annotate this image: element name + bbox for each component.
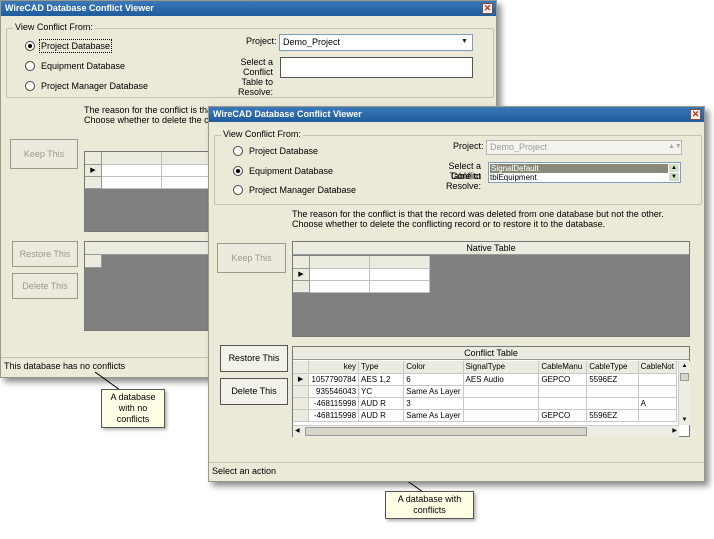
column-header-signaltype[interactable]: SignalType xyxy=(463,361,540,374)
table-row[interactable]: -468115998 AUD R 3 A xyxy=(293,397,678,410)
row-pointer-icon: ▶ xyxy=(85,165,102,177)
chevron-down-icon[interactable]: ▼ xyxy=(461,38,468,45)
radio-selected-icon xyxy=(233,166,243,176)
callout-with-conflicts: A database with conflicts xyxy=(385,491,474,519)
front-project-combo[interactable]: Demo_Project ▲▼ xyxy=(486,140,682,155)
front-reason-line2: Choose whether to delete the conflicting… xyxy=(292,219,606,229)
front-keep-button[interactable]: Keep This xyxy=(217,243,286,273)
front-conflict-table[interactable]: Conflict Table key Type Color SignalType… xyxy=(292,346,690,437)
front-status-text: Select an action xyxy=(212,466,277,476)
scroll-down-icon[interactable]: ▼ xyxy=(681,417,688,423)
front-window-title: WireCAD Database Conflict Viewer xyxy=(213,109,362,119)
back-restore-button[interactable]: Restore This xyxy=(12,241,78,267)
back-status-text: This database has no conflicts xyxy=(4,361,126,371)
front-delete-button[interactable]: Delete This xyxy=(220,378,288,405)
front-view-conflict-legend: View Conflict From: xyxy=(221,129,303,139)
list-scroll-up-icon[interactable]: ▲ xyxy=(669,164,679,172)
front-status-bar: Select an action xyxy=(209,462,704,482)
table-list-item-tblequipment[interactable]: tblEquipment xyxy=(490,173,537,182)
front-reason-line1: The reason for the conflict is that the … xyxy=(292,209,664,219)
back-close-icon[interactable]: ✕ xyxy=(482,3,493,14)
back-radio-project-database[interactable]: Project Database xyxy=(25,39,113,53)
back-project-label: Project: xyxy=(246,36,277,46)
scroll-thumb[interactable] xyxy=(305,427,587,436)
front-native-table[interactable]: Native Table ▶ xyxy=(292,241,690,337)
callout-no-conflicts: A database with no conflicts xyxy=(101,389,165,428)
scroll-left-icon[interactable]: ◀ xyxy=(295,428,300,434)
back-title-bar[interactable]: WireCAD Database Conflict Viewer ✕ xyxy=(1,1,496,16)
scroll-thumb[interactable] xyxy=(680,373,689,381)
scroll-right-icon[interactable]: ▶ xyxy=(672,428,677,434)
conflict-table-header-row: key Type Color SignalType CableManu Cabl… xyxy=(293,361,678,374)
conflict-vertical-scrollbar[interactable]: ▲ ▼ xyxy=(678,361,690,425)
front-project-label: Project: xyxy=(453,141,484,151)
front-radio-equipment-database[interactable]: Equipment Database xyxy=(233,166,333,176)
radio-icon xyxy=(233,146,243,156)
back-radio-equipment-database[interactable]: Equipment Database xyxy=(25,61,125,71)
chevron-down-icon[interactable]: ▲▼ xyxy=(668,143,682,150)
radio-icon xyxy=(233,185,243,195)
conflict-table-grid: key Type Color SignalType CableManu Cabl… xyxy=(293,361,678,422)
column-header-key[interactable]: key xyxy=(308,361,360,374)
table-row[interactable]: -468115998 AUD R Same As Layer GEPCO 559… xyxy=(293,409,678,422)
front-close-icon[interactable]: ✕ xyxy=(690,109,701,120)
column-header-type[interactable]: Type xyxy=(358,361,405,374)
back-delete-button[interactable]: Delete This xyxy=(12,273,78,299)
back-view-conflict-group: View Conflict From: xyxy=(6,22,494,98)
back-window-title: WireCAD Database Conflict Viewer xyxy=(5,3,154,13)
scroll-up-icon[interactable]: ▲ xyxy=(681,363,688,369)
conflict-horizontal-scrollbar[interactable]: ◀ ▶ xyxy=(293,425,679,437)
native-table-title: Native Table xyxy=(293,242,689,255)
back-table-label: Select a Conflict Table to Resolve: xyxy=(237,57,273,97)
back-radio-project-manager-database[interactable]: Project Manager Database xyxy=(25,81,148,91)
back-table-list[interactable] xyxy=(280,57,473,78)
front-table-label-line1: Select a Conflict xyxy=(448,161,481,181)
row-pointer-icon: ▶ xyxy=(293,269,310,281)
front-table-label-line2: Table to Resolve: xyxy=(445,171,481,191)
back-view-conflict-legend: View Conflict From: xyxy=(13,22,95,32)
column-header-cabletype[interactable]: CableType xyxy=(586,361,639,374)
front-radio-project-manager-database[interactable]: Project Manager Database xyxy=(233,185,356,195)
column-header-color[interactable]: Color xyxy=(403,361,464,374)
front-dialog-window: WireCAD Database Conflict Viewer ✕ View … xyxy=(208,106,705,482)
column-header-cablemanu[interactable]: CableManu xyxy=(538,361,588,374)
table-row[interactable]: 935546043 YC Same As Layer xyxy=(293,385,678,398)
radio-icon xyxy=(25,81,35,91)
list-scroll-down-icon[interactable]: ▼ xyxy=(669,173,679,181)
back-project-combo[interactable]: Demo_Project ▼ xyxy=(279,34,473,51)
conflict-table-title: Conflict Table xyxy=(293,347,689,360)
table-list-item-signaldefault[interactable]: SignalDefault xyxy=(490,164,668,173)
radio-selected-icon xyxy=(25,41,35,51)
table-row[interactable]: ▶ 1057790784 AES 1,2 6 AES Audio GEPCO 5… xyxy=(293,373,678,386)
radio-icon xyxy=(25,61,35,71)
column-header-cablenot[interactable]: CableNot xyxy=(638,361,678,374)
front-title-bar[interactable]: WireCAD Database Conflict Viewer ✕ xyxy=(209,107,704,122)
front-restore-button[interactable]: Restore This xyxy=(220,345,288,372)
front-radio-project-database[interactable]: Project Database xyxy=(233,146,318,156)
row-pointer-icon: ▶ xyxy=(293,373,310,386)
front-view-conflict-group: View Conflict From: xyxy=(214,129,702,205)
front-table-list[interactable]: SignalDefault tblEquipment ▲ ▼ xyxy=(488,162,681,183)
back-keep-button[interactable]: Keep This xyxy=(10,139,78,169)
